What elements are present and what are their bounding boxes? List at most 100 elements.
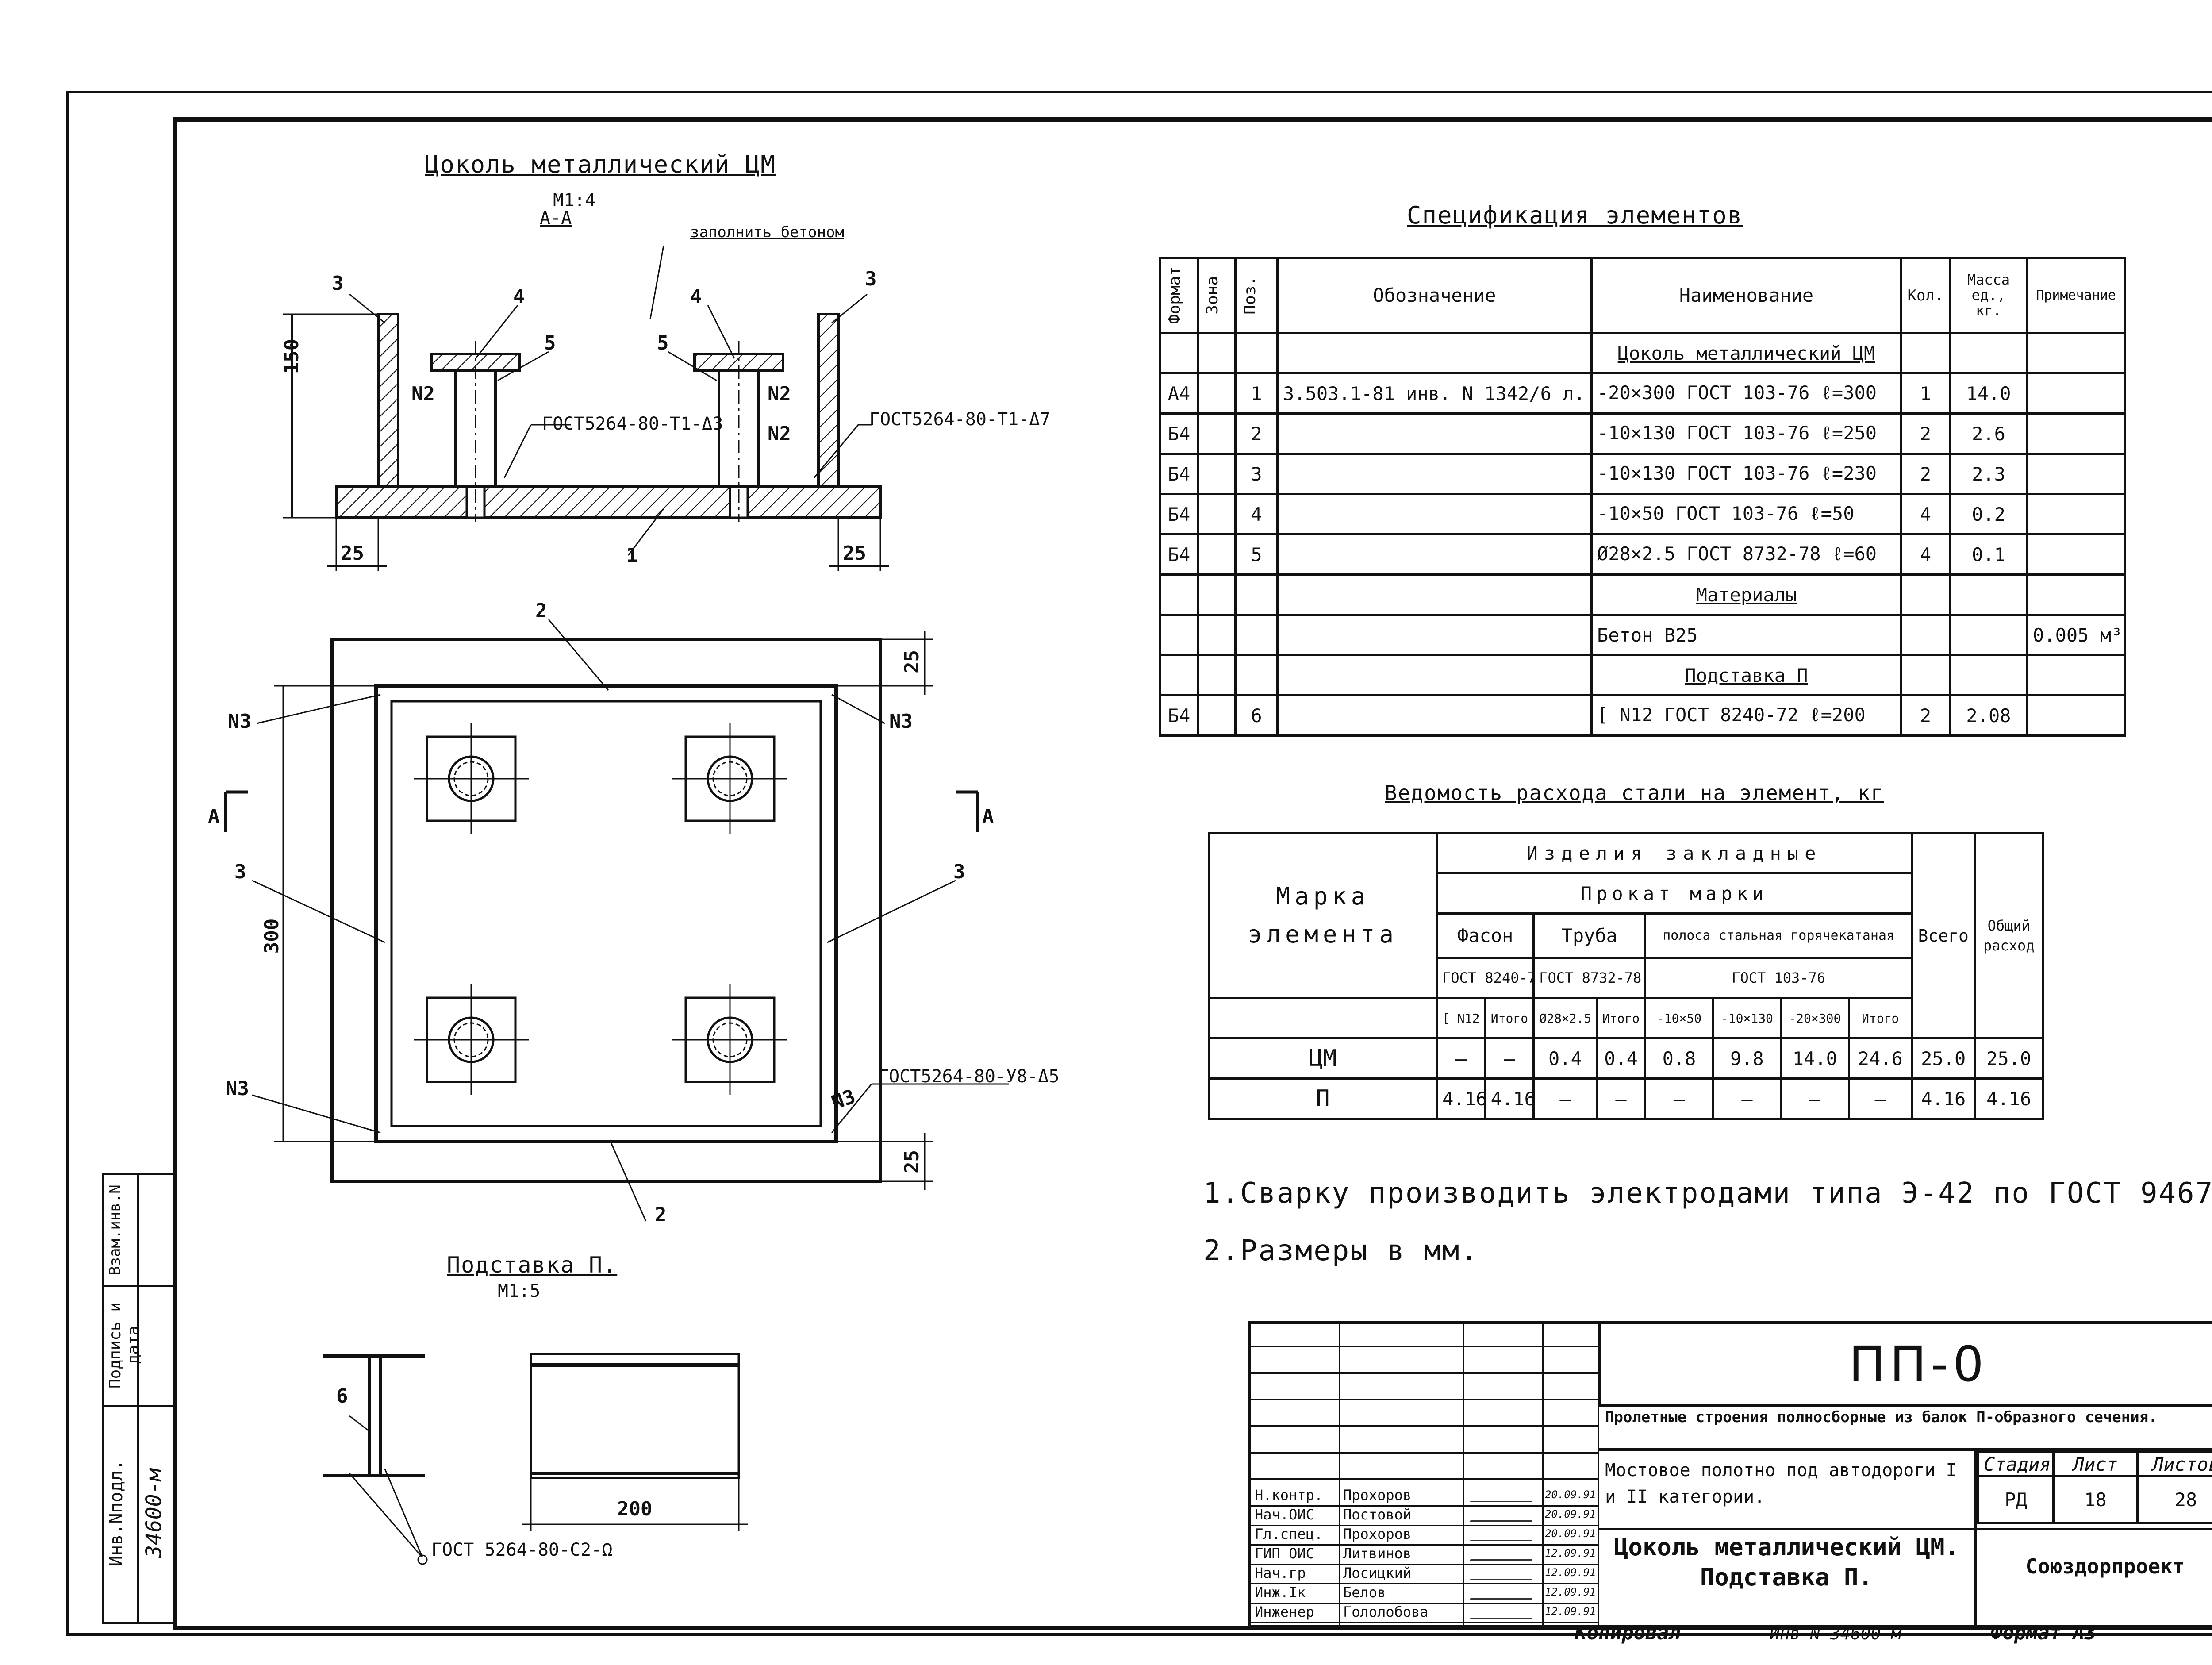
stamp-person-date: 12.09.91 [1545, 1605, 1596, 1618]
steel-value: – [1484, 1037, 1535, 1080]
section-mark-right: А [982, 805, 994, 828]
steel-value: 9.8 [1712, 1037, 1782, 1080]
outer-frame [66, 91, 2212, 1636]
spec-cell-mass [1949, 573, 2028, 616]
steel-mark: П [1207, 1077, 1438, 1120]
spec-cell-zone [1197, 372, 1237, 415]
spec-h-name: Наименование [1590, 257, 1902, 334]
steel-sub-2: Ø28×2.5 [1532, 997, 1598, 1039]
steel-g-103: ГОСТ 103-76 [1644, 957, 1913, 999]
spec-cell-qty [1900, 654, 1951, 696]
spec-cell-designation [1276, 453, 1593, 495]
stamp-h-sheet: Лист [2052, 1451, 2139, 1477]
spec-cell-designation [1276, 493, 1593, 535]
steel-sub-1: Итого [1484, 997, 1535, 1039]
spec-cell-designation [1276, 654, 1593, 696]
spec-cell-zone [1197, 654, 1237, 696]
stamp-person-name: Прохоров [1343, 1526, 1412, 1542]
stamp-person-date: 20.09.91 [1545, 1508, 1596, 1520]
plan-pos-2-bottom: 2 [655, 1204, 667, 1226]
spec-cell-qty: 4 [1900, 493, 1951, 535]
spec-cell-name: -10×50 ГОСТ 103-76 ℓ=50 [1590, 493, 1902, 535]
stamp-sheet-title: Мостовое полотно под автодороги I и II к… [1605, 1460, 1957, 1507]
spec-cell-mass: 2.08 [1949, 694, 2028, 737]
side-strip: Инв.Nподл. 34600-м Подпись и дата Взам.и… [102, 1173, 175, 1624]
spec-cell-name: Подставка П [1590, 654, 1902, 696]
steel-h-total: Всего [1911, 832, 1976, 1039]
plan-pos-3-left: 3 [234, 861, 246, 883]
spec-cell-qty: 2 [1900, 694, 1951, 737]
spec-row: Материалы [1159, 573, 2126, 616]
spec-cell-note [2026, 412, 2126, 455]
steel-mark: ЦМ [1207, 1037, 1438, 1080]
podstavka-title: Подставка П. [447, 1252, 618, 1278]
steel-sub-7: Итого [1847, 997, 1913, 1039]
stamp-person-role: Инженер [1255, 1603, 1314, 1620]
spec-cell-name: -10×130 ГОСТ 103-76 ℓ=230 [1590, 453, 1902, 495]
steel-value: – [1712, 1077, 1782, 1120]
spec-cell-designation [1276, 573, 1593, 616]
cokol-title: Цоколь металлический ЦМ [425, 150, 776, 178]
spec-cell-zone [1197, 453, 1237, 495]
plan-weld-spec: ГОСТ5264-80-У8-Δ5 [878, 1066, 1060, 1087]
stamp-divider-v [1974, 1448, 1977, 1625]
spec-cell-pos [1234, 332, 1279, 374]
signature-icon [1470, 1567, 1537, 1580]
spec-cell-zone [1197, 573, 1237, 616]
weld-spec-left: ГОСТ5264-80-Т1-Δ3 [542, 414, 723, 434]
fill-note: заполнить бетоном [690, 223, 844, 241]
cokol-section-label: А-А [540, 208, 572, 228]
spec-h-qty: Кол. [1900, 257, 1951, 334]
stamp-person-date: 12.09.91 [1545, 1566, 1596, 1579]
plan-n3-bottom-left: N3 [226, 1077, 249, 1100]
steel-h-overall: Общий расход [1974, 832, 2044, 1039]
spec-cell-format: Б4 [1159, 533, 1199, 576]
spec-cell-mass: 2.6 [1949, 412, 2028, 455]
podstavka-weld: ГОСТ 5264-80-С2-Ω [431, 1540, 613, 1560]
plan-n3-top-right: N3 [889, 710, 913, 733]
dim-25-left: 25 [341, 542, 364, 565]
spec-cell-note [2026, 332, 2126, 374]
spec-table: Формат Зона Поз. Обозначение Наименовани… [1159, 257, 2126, 737]
steel-value: – [1644, 1077, 1714, 1120]
spec-h-zone: Зона [1203, 276, 1221, 315]
spec-cell-mass: 2.3 [1949, 453, 2028, 495]
stamp-drawing-title: Цоколь металлический ЦМ. Подставка П. [1613, 1533, 1959, 1591]
spec-cell-zone [1197, 694, 1237, 737]
stamp-person-role: Инж.Iк [1255, 1584, 1306, 1601]
spec-cell-name: Материалы [1590, 573, 1902, 616]
pos-1: 1 [626, 544, 638, 567]
side-inv-label: Инв.Nподл. [106, 1460, 127, 1567]
stamp-person-name: Постовой [1343, 1506, 1412, 1523]
spec-cell-designation: 3.503.1-81 инв. N 1342/6 л. 9 [1276, 372, 1593, 415]
stamp-person-name: Гололобова [1343, 1603, 1429, 1620]
spec-cell-mass: 14.0 [1949, 372, 2028, 415]
steel-h-items: Изделия закладные [1436, 832, 1913, 874]
spec-cell-note [2026, 694, 2126, 737]
spec-h-pos: Поз. [1241, 276, 1259, 315]
spec-cell-designation [1276, 533, 1593, 576]
stamp-person-date: 20.09.91 [1545, 1488, 1596, 1501]
spec-cell-mass: 0.1 [1949, 533, 2028, 576]
spec-cell-designation [1276, 614, 1593, 656]
pos-3-left: 3 [332, 272, 344, 295]
spec-cell-zone [1197, 493, 1237, 535]
steel-sub-0: [ N12 [1436, 997, 1486, 1039]
note-1: 1.Сварку производить электродами типа Э-… [1203, 1177, 2212, 1210]
steel-h-prokat: Прокат марки [1436, 872, 1913, 915]
steel-value: – [1780, 1077, 1850, 1120]
signature-icon [1470, 1509, 1537, 1522]
signature-icon [1470, 1528, 1537, 1541]
spec-row: Цоколь металлический ЦМ [1159, 332, 2126, 374]
steel-value: – [1532, 1077, 1598, 1120]
spec-cell-pos: 1 [1234, 372, 1279, 415]
spec-cell-designation [1276, 412, 1593, 455]
spec-cell-format: Б4 [1159, 453, 1199, 495]
